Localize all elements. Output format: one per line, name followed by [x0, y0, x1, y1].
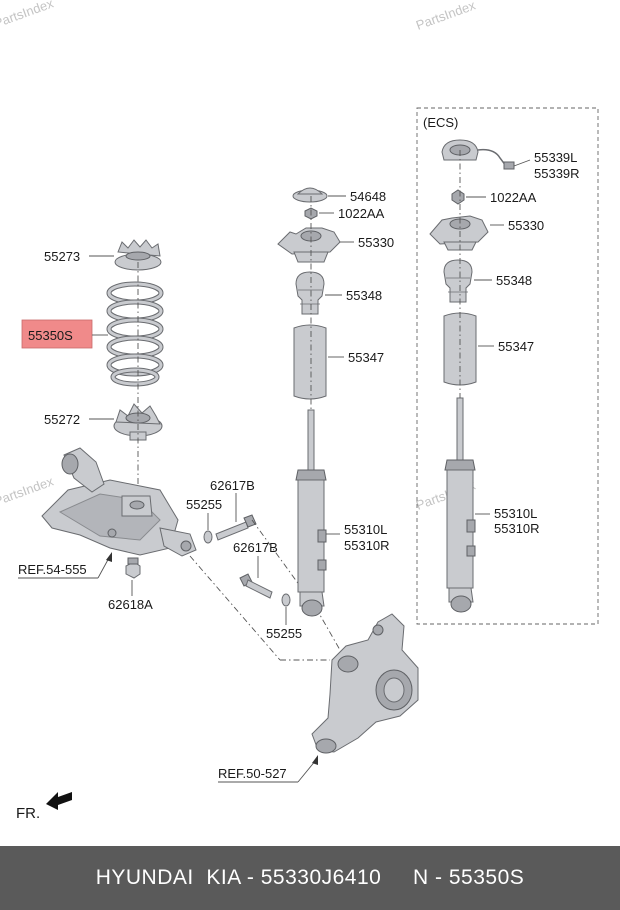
- lower-spring-pad: [113, 403, 163, 441]
- shock-absorber-55310-ecs: [444, 397, 476, 613]
- label-55330-ecs: 55330: [508, 218, 544, 233]
- bump-stop-55348-ecs: [443, 259, 473, 303]
- label-55255-lower: 55255: [266, 626, 302, 641]
- label-55339l: 55339L: [534, 150, 577, 165]
- bolt-62617b-upper: [215, 514, 257, 541]
- washer-55255-upper: [203, 530, 213, 544]
- label-55310l-ecs: 55310L: [494, 506, 537, 521]
- label-62618a: 62618A: [108, 597, 153, 612]
- lower-control-arm: [41, 447, 197, 557]
- footer-n-number: N - 55350S: [413, 866, 525, 889]
- bump-stop-55348: [295, 271, 325, 315]
- label-55272: 55272: [44, 412, 80, 427]
- label-55348: 55348: [346, 288, 382, 303]
- ref-50-527: REF.50-527: [218, 766, 287, 781]
- label-54648: 54648: [350, 189, 386, 204]
- dust-cover-55347: [293, 324, 327, 400]
- rear-knuckle: [311, 613, 419, 754]
- label-55310r: 55310R: [344, 538, 390, 553]
- label-62617b-lower: 62617B: [233, 540, 278, 555]
- watermark: PartsIndex: [414, 0, 478, 33]
- label-55347-ecs: 55347: [498, 339, 534, 354]
- dust-cap-54648: [292, 187, 328, 203]
- shock-absorber-55310: [295, 409, 327, 617]
- nut-62618a: [125, 557, 141, 579]
- label-55339r: 55339R: [534, 166, 580, 181]
- part-number-footer: HYUNDAI KIA - 55330J6410 N - 55350S: [0, 846, 620, 910]
- ecs-actuator-55339: [441, 139, 515, 170]
- strut-mount-55330-ecs: [429, 215, 489, 251]
- ecs-group-box: [416, 107, 599, 625]
- label-62617b-upper: 62617B: [210, 478, 255, 493]
- highlight-box-55350s: [21, 319, 93, 349]
- watermark: PartsIndex: [0, 473, 56, 509]
- label-55330: 55330: [358, 235, 394, 250]
- label-55310r-ecs: 55310R: [494, 521, 540, 536]
- washer-55255-lower: [281, 593, 291, 607]
- footer-brand-part: HYUNDAI KIA - 55330J6410: [95, 866, 382, 889]
- label-55347: 55347: [348, 350, 384, 365]
- strut-mount-55330: [277, 227, 341, 263]
- label-55273: 55273: [44, 249, 80, 264]
- front-arrow-icon: [46, 792, 72, 810]
- label-55255-upper: 55255: [186, 497, 222, 512]
- bolt-62617b-lower: [239, 573, 273, 599]
- nut-1022aa-ecs: [451, 189, 465, 205]
- label-1022aa: 1022AA: [338, 206, 385, 221]
- front-direction-label: FR.: [16, 805, 40, 822]
- label-1022aa-ecs: 1022AA: [490, 190, 537, 205]
- label-55310l: 55310L: [344, 522, 387, 537]
- label-55350s: 55350S: [28, 328, 73, 343]
- parts-diagram: PartsIndex PartsIndex PartsIndex PartsIn…: [0, 0, 599, 822]
- watermark: PartsIndex: [0, 0, 56, 31]
- ecs-group-label: (ECS): [423, 115, 458, 130]
- coil-spring: [106, 281, 164, 387]
- ref-54-555: REF.54-555: [18, 562, 87, 577]
- label-55348-ecs: 55348: [496, 273, 532, 288]
